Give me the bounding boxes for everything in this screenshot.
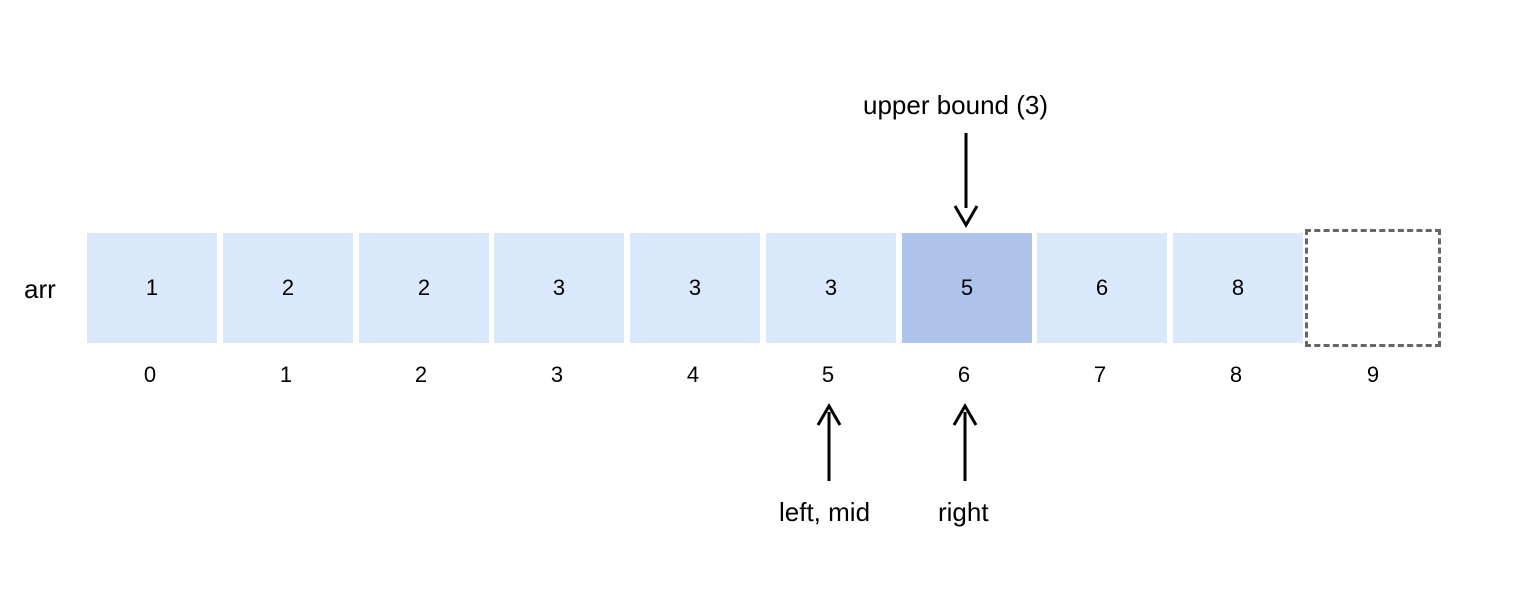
upper-bound-label: upper bound (3) [863, 90, 1049, 120]
index-label-2: 2 [414, 362, 428, 387]
index-label-5: 5 [821, 362, 835, 387]
left-mid-arrow-up-icon [816, 403, 842, 481]
array-name-label: arr [24, 274, 56, 304]
index-label-4: 4 [686, 362, 700, 387]
index-label-1: 1 [279, 362, 293, 387]
left-mid-pointer-label: left, mid [779, 497, 871, 527]
index-label-3: 3 [550, 362, 564, 387]
array-cell-9-empty [1305, 229, 1441, 347]
index-label-7: 7 [1093, 362, 1107, 387]
index-label-6: 6 [957, 362, 971, 387]
right-arrow-up-icon [952, 403, 978, 481]
array-cell-3: 3 [494, 233, 624, 343]
array-cell-1: 2 [223, 233, 353, 343]
array-cell-7: 6 [1037, 233, 1167, 343]
array-cell-2: 2 [359, 233, 489, 343]
upper-bound-arrow-down-icon [953, 133, 979, 228]
array-cell-0: 1 [87, 233, 217, 343]
array-cell-5: 3 [766, 233, 896, 343]
array-cell-8: 8 [1173, 233, 1303, 343]
index-label-9: 9 [1366, 362, 1380, 387]
index-label-0: 0 [143, 362, 157, 387]
array-cell-6-highlighted: 5 [902, 233, 1032, 343]
right-pointer-label: right [938, 497, 989, 527]
array-cell-4: 3 [630, 233, 760, 343]
index-label-8: 8 [1229, 362, 1243, 387]
